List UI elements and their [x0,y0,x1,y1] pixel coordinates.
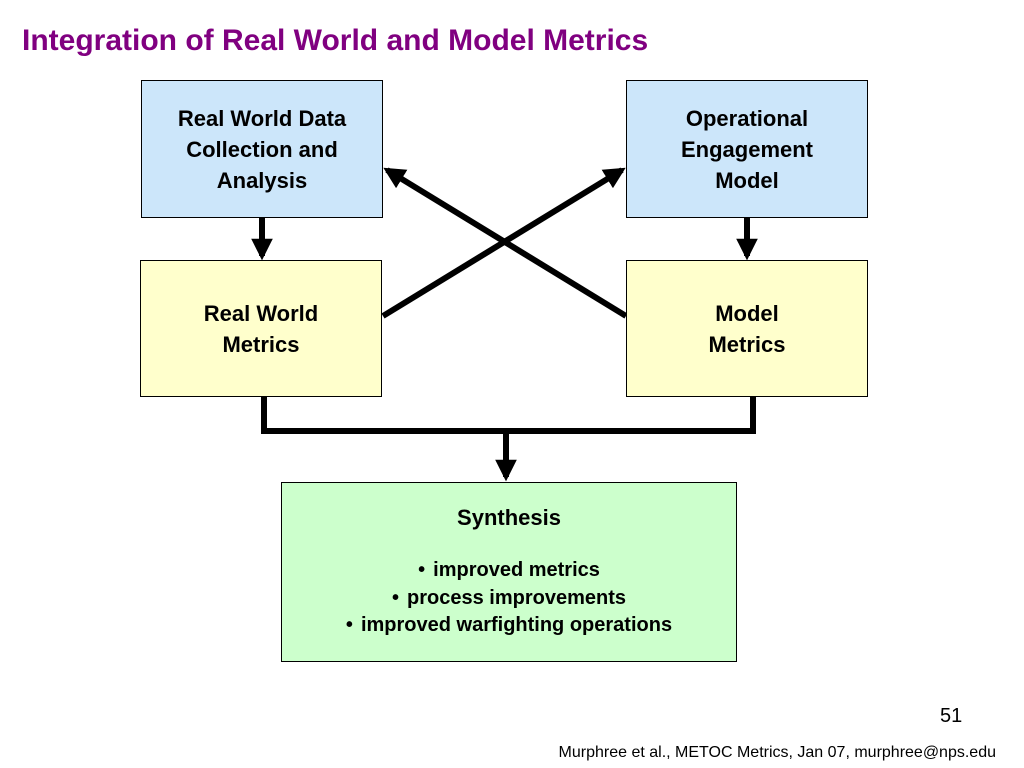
box-label-line: Metrics [222,331,300,357]
box-label-line: Operational [685,105,809,131]
box-label-line: Collection and [186,136,338,162]
arrow-rw-metrics-to-oe-model [381,167,626,319]
synthesis-item: • improved metrics [346,557,672,585]
synthesis-item: • improved warfighting operations [346,612,672,640]
synthesis-list: •improved metrics •process improvements … [346,557,672,640]
bullet-icon: • [392,586,400,609]
synthesis-title: Synthesis [457,505,561,530]
box-label-line: Real World [203,300,319,326]
synthesis-item: • process improvements [346,585,672,613]
synthesis-item-text: improved warfighting operations [360,614,673,636]
box-label-line: Model [715,167,779,193]
operational-engagement-model-box: Operational Engagement Model [626,80,868,218]
model-metrics-box: Model Metrics [626,260,868,397]
synthesis-item-text: improved metrics [433,559,600,581]
synthesis-item-text: process improvements [407,586,626,609]
footer-citation: Murphree et al., METOC Metrics, Jan 07, … [558,744,996,761]
box-label-line: Model [715,300,779,326]
box-label-line: Analysis [216,167,308,193]
box-label-line: Engagement [680,136,814,162]
box-label-line: Metrics [708,331,786,357]
slide-title: Integration of Real World and Model Metr… [22,24,649,57]
merge-connector [261,397,756,434]
synthesis-box: Synthesis • improved metrics • process imp… [281,482,737,662]
box-label-line: Real World Data [177,105,347,131]
real-world-data-box: Real World Data Collection and Analysis [141,80,383,218]
bullet-icon: • [418,559,426,581]
page-number: 51 [940,705,963,727]
real-world-metrics-box: Real World Metrics [140,260,382,397]
bullet-icon: • [345,614,353,636]
